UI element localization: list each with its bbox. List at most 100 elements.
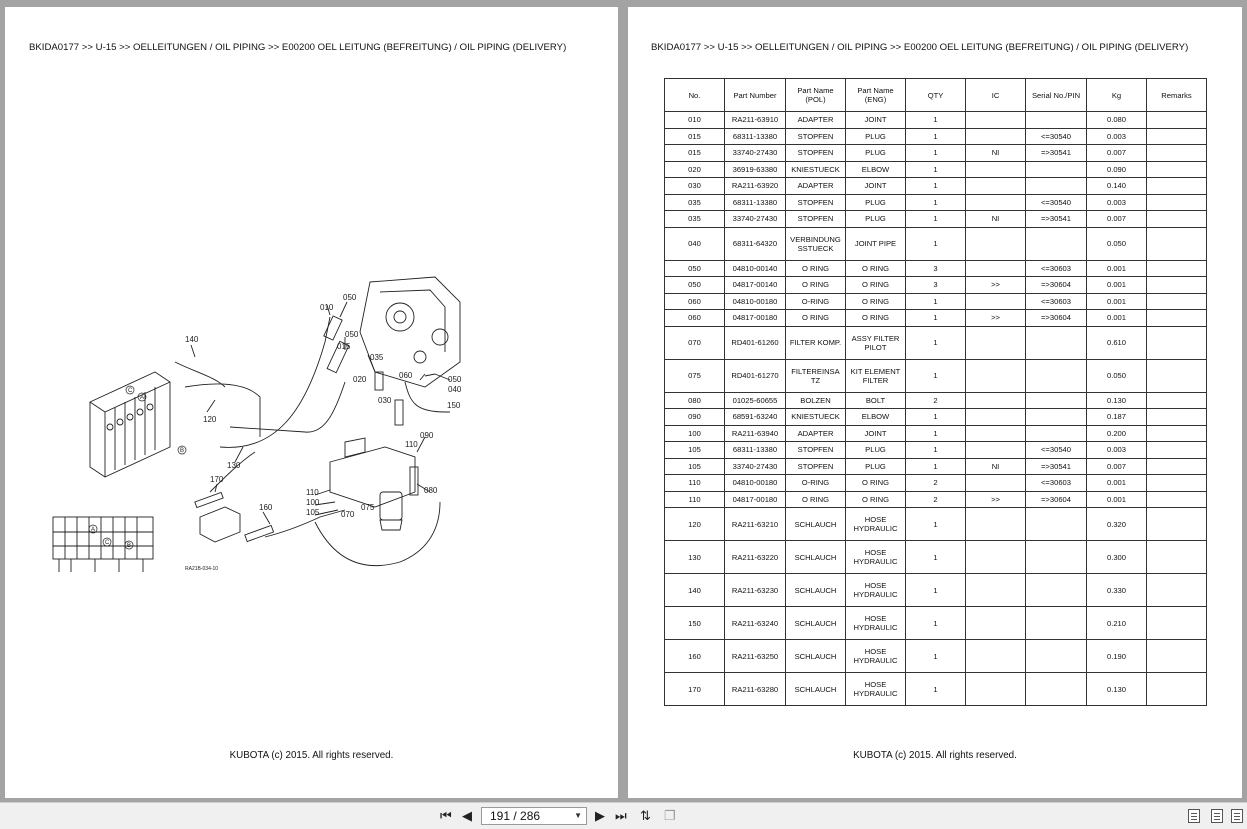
cell-part-name-pol: STOPFEN [785,193,846,211]
cell-ic [965,226,1026,261]
callout-050: 050 [343,293,357,302]
cell-part-name-pol: KNIESTUECK [785,408,846,426]
cell-part-number: 36919-63380 [724,160,786,178]
cell-part-name-pol: O RING [785,276,846,294]
exploded-parts-diagram: 010 050 050 015 035 020 030 060 050 040 … [52,276,462,572]
port-letter: C [105,540,110,546]
cell-qty: 1 [905,606,966,640]
cell-ic: >> [965,276,1026,294]
chevron-down-icon: ▼ [574,811,582,820]
cell-part-name-pol: SCHLAUCH [785,606,846,640]
cell-no: 020 [664,160,725,178]
cell-remarks [1146,177,1207,195]
col-header-serial: Serial No./PIN [1025,78,1087,112]
cell-no: 035 [664,210,725,228]
cell-ic [965,507,1026,541]
cell-no: 060 [664,309,725,327]
cell-no: 100 [664,424,725,442]
cell-no: 110 [664,474,725,492]
cell-ic [965,672,1026,706]
cell-remarks [1146,672,1207,706]
cell-no: 105 [664,441,725,459]
cell-part-number: RD401-61270 [724,358,786,393]
cell-qty: 1 [905,408,966,426]
spread-mode-icon[interactable]: ❐ [664,808,676,823]
cell-remarks [1146,127,1207,145]
page-number-select[interactable]: 191 / 286 ▼ [481,807,587,825]
port-letter: A [140,395,144,401]
cell-kg: 0.003 [1086,193,1147,211]
col-header-qty: QTY [905,78,966,112]
cell-part-name-eng: HOSE HYDRAULIC [845,507,906,541]
cell-qty: 1 [905,292,966,310]
cell-qty: 1 [905,672,966,706]
col-header-part-name-eng: Part Name (ENG) [845,78,906,112]
cell-kg: 0.090 [1086,160,1147,178]
cell-kg: 0.003 [1086,127,1147,145]
cell-ic [965,292,1026,310]
next-page-icon[interactable]: ▶ [595,808,605,823]
cell-no: 160 [664,639,725,673]
cell-ic: NI [965,457,1026,475]
cell-part-name-eng: O RING [845,490,906,508]
cell-kg: 0.130 [1086,391,1147,409]
scroll-mode-icon[interactable]: ⇅ [640,808,651,823]
cell-ic [965,177,1026,195]
cell-ic [965,127,1026,145]
cell-ic [965,358,1026,393]
cell-serial: =>30541 [1025,457,1087,475]
cell-part-name-eng: JOINT [845,424,906,442]
cell-remarks [1146,358,1207,393]
cell-part-name-eng: PLUG [845,144,906,162]
cell-part-number: 04817-00140 [724,276,786,294]
cell-part-number: RA211-63940 [724,424,786,442]
cell-part-number: 33740-27430 [724,144,786,162]
cell-qty: 1 [905,177,966,195]
cell-part-number: RA211-63210 [724,507,786,541]
single-page-view-icon[interactable] [1188,809,1200,823]
continuous-view-icon[interactable] [1231,809,1243,823]
cell-ic: >> [965,309,1026,327]
cell-qty: 1 [905,226,966,261]
cell-part-number: RD401-61260 [724,325,786,360]
cell-serial [1025,573,1087,607]
cell-part-name-pol: O-RING [785,292,846,310]
table-header-row: No. Part Number Part Name (POL) Part Nam… [664,78,1207,112]
callout-030: 030 [378,396,392,405]
cell-ic [965,160,1026,178]
cell-remarks [1146,276,1207,294]
cell-serial [1025,639,1087,673]
cell-remarks [1146,424,1207,442]
cell-part-number: RA211-63240 [724,606,786,640]
cell-qty: 3 [905,259,966,277]
cell-part-number: 04810-00180 [724,292,786,310]
cell-part-number: 68311-13380 [724,193,786,211]
cell-part-name-eng: HOSE HYDRAULIC [845,606,906,640]
cell-ic [965,193,1026,211]
cell-serial [1025,606,1087,640]
cell-ic [965,540,1026,574]
callout-050: 050 [345,330,359,339]
cell-no: 010 [664,111,725,129]
last-page-icon[interactable]: ⏭ [615,808,627,823]
cell-kg: 0.003 [1086,441,1147,459]
copyright-footer: KUBOTA (c) 2015. All rights reserved. [853,750,1017,761]
double-page-view-icon[interactable] [1211,809,1223,823]
cell-part-name-eng: HOSE HYDRAULIC [845,573,906,607]
cell-kg: 0.001 [1086,276,1147,294]
prev-page-icon[interactable]: ◀ [462,808,472,823]
port-letter: C [128,388,133,394]
cell-kg: 0.050 [1086,226,1147,261]
first-page-icon[interactable]: ⏮ [440,808,452,823]
cell-part-name-pol: STOPFEN [785,441,846,459]
cell-part-name-eng: KIT ELEMENT FILTER [845,358,906,393]
cell-part-name-eng: PLUG [845,457,906,475]
cell-part-name-pol: SCHLAUCH [785,507,846,541]
cell-ic: NI [965,210,1026,228]
cell-ic [965,474,1026,492]
cell-no: 130 [664,540,725,574]
